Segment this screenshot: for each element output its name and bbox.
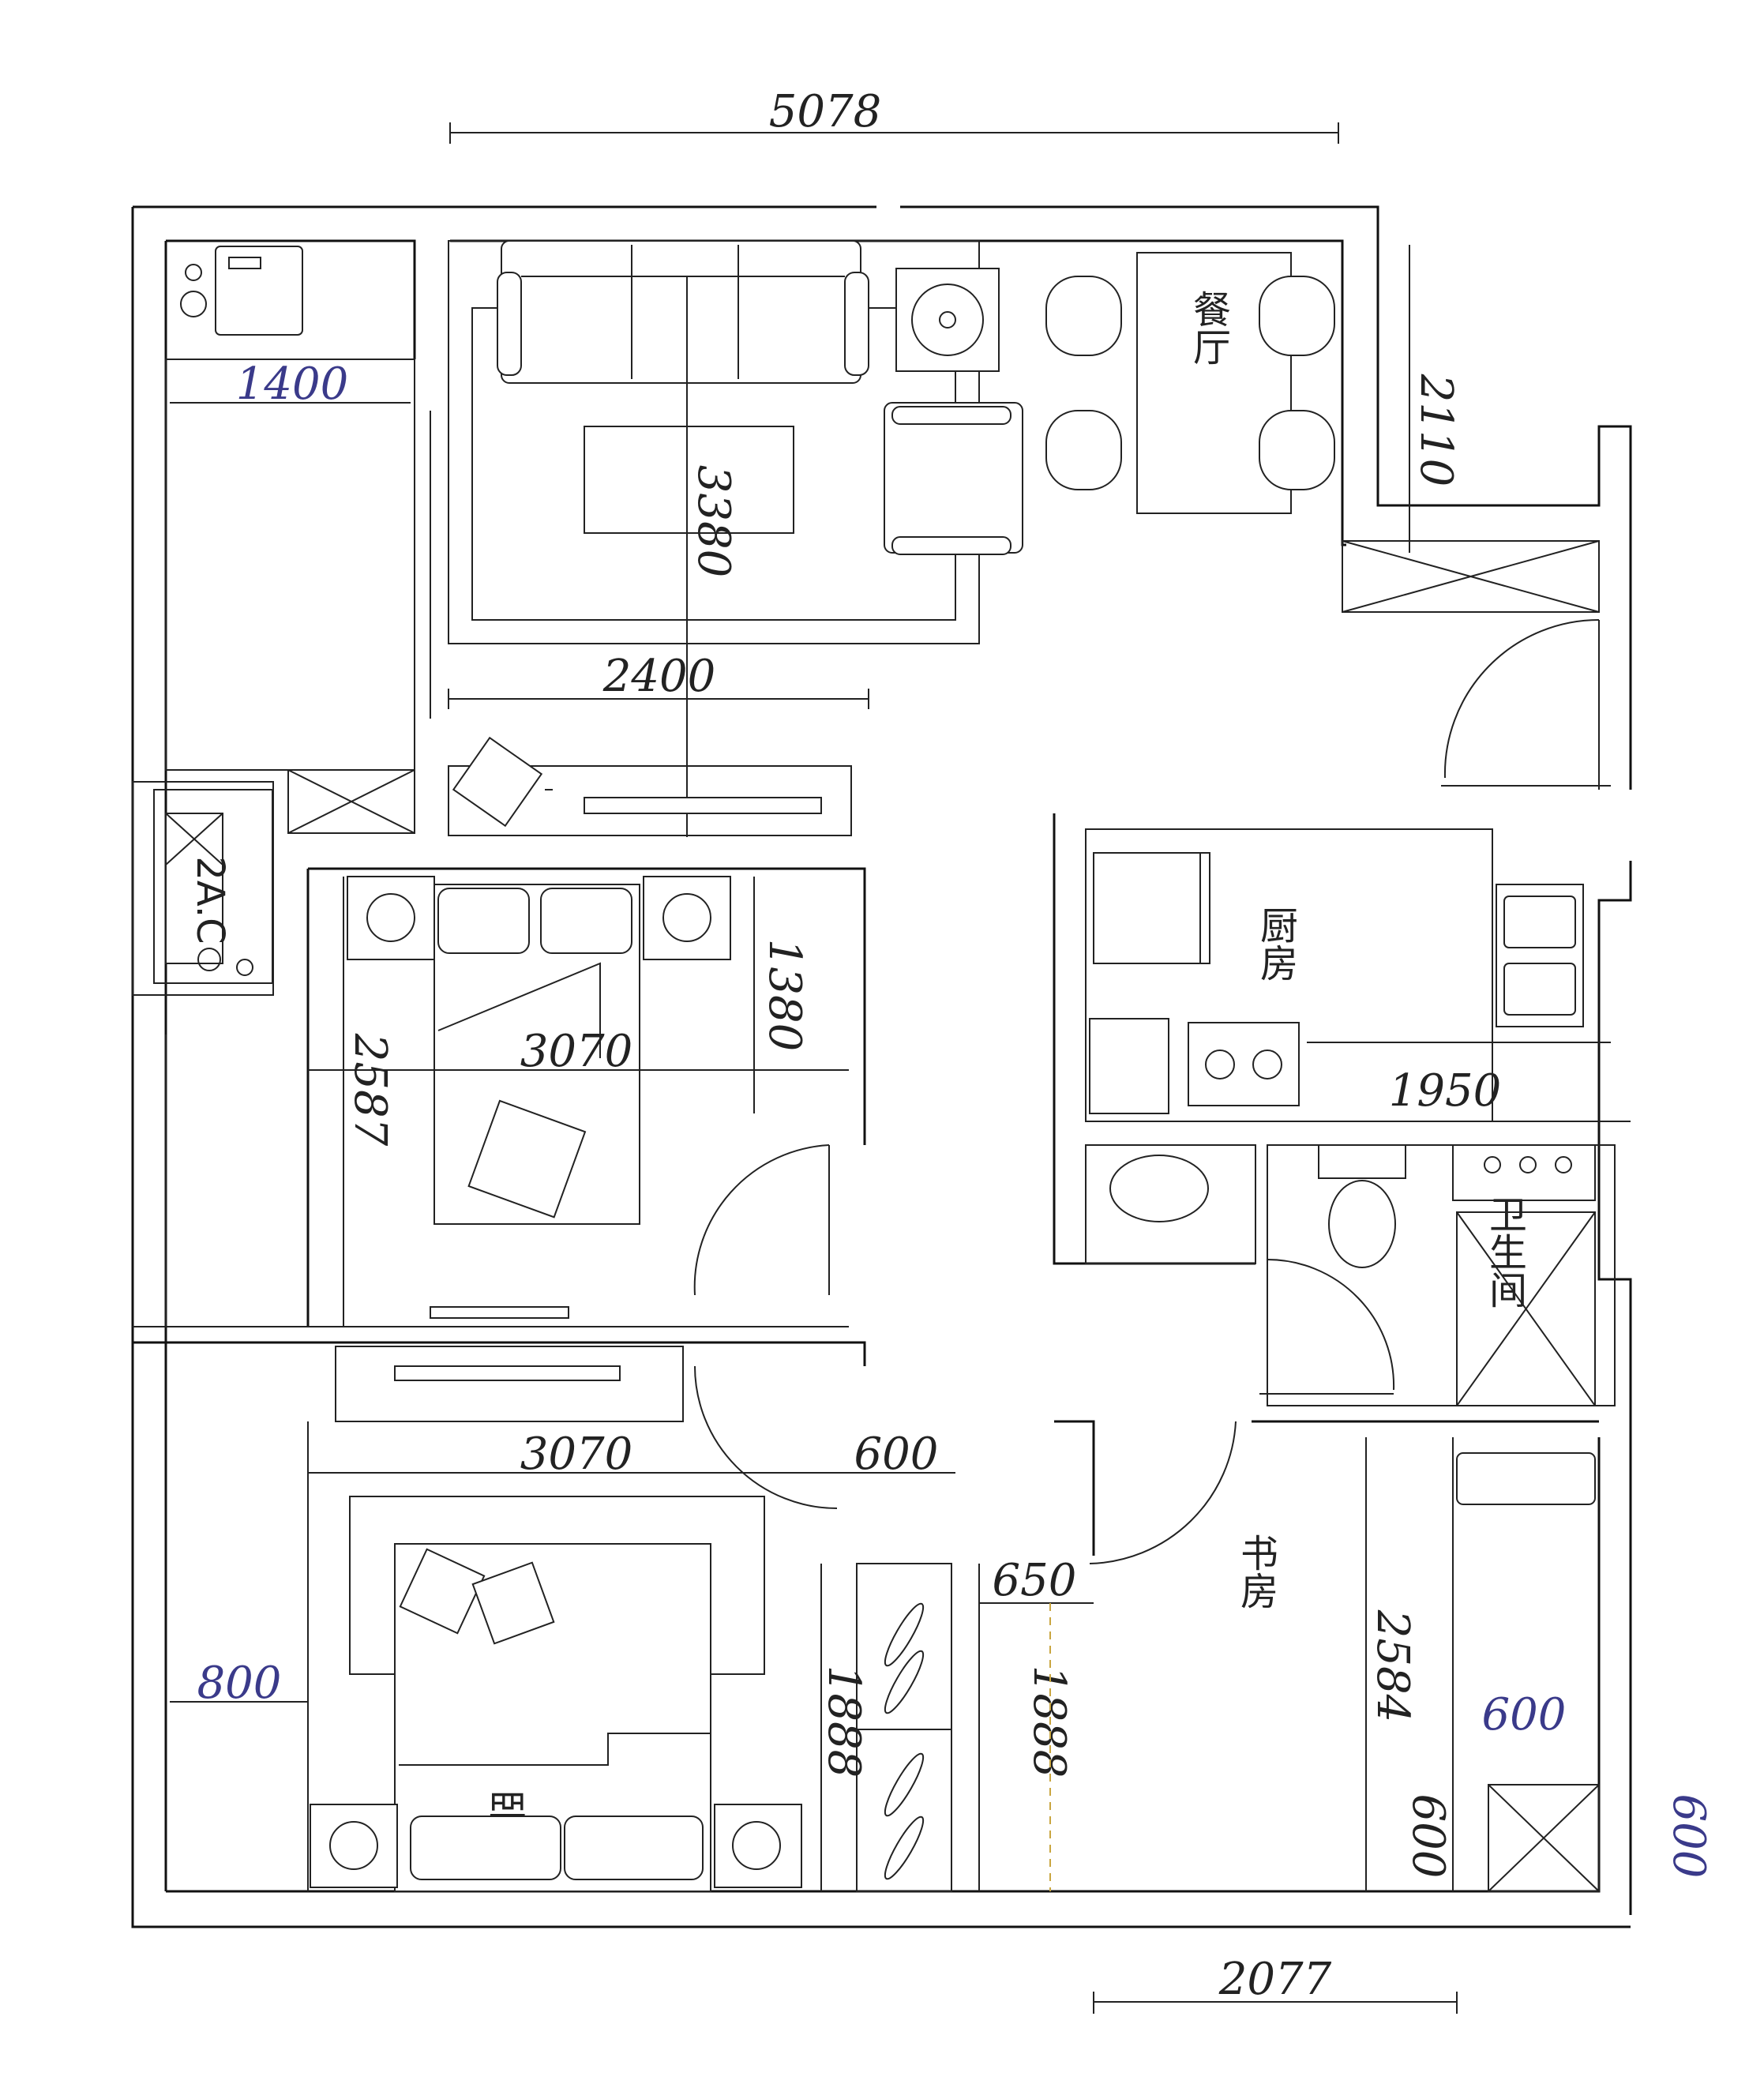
toilet-icon bbox=[1318, 1144, 1406, 1179]
bedroom-1: 3070 2587 1380 bbox=[133, 867, 866, 1327]
dimension-wardrobe-b: 1888 bbox=[1023, 1665, 1075, 1778]
dimension-study-650: 650 bbox=[993, 1555, 1077, 1606]
dimension-wardrobe-a: 1888 bbox=[818, 1665, 869, 1778]
wardrobes: 1888 1888 bbox=[818, 1563, 1075, 1892]
dimension-right-600c: 600 bbox=[1663, 1794, 1714, 1879]
dimension-bottom-text: 2077 bbox=[1218, 1954, 1332, 2005]
dimension-top-text: 5078 bbox=[769, 86, 882, 137]
dimension-right-600b: 600 bbox=[1402, 1794, 1454, 1879]
study-label: 书房 bbox=[1233, 1534, 1278, 1609]
kitchen-label: 厨房 bbox=[1253, 906, 1297, 982]
dimension-living-depth: 3380 bbox=[688, 465, 739, 578]
study: 650 书房 2584 600 600 600 bbox=[979, 1420, 1714, 1892]
basin-icon bbox=[1109, 1155, 1209, 1222]
dimension-right-600a: 600 bbox=[1482, 1689, 1567, 1740]
dining-room: 餐厅 2110 bbox=[1045, 245, 1611, 790]
dimension-left-800: 800 bbox=[197, 1658, 282, 1709]
bedroom-2: 3070 600 卧 800 bbox=[170, 1421, 955, 1892]
dimension-living-width: 2400 bbox=[602, 651, 716, 702]
dimension-bottom: 2077 bbox=[1093, 1954, 1458, 2014]
hall-wardrobe bbox=[133, 1341, 866, 1509]
dimension-study-depth: 2584 bbox=[1367, 1609, 1418, 1723]
dimension-balcony: 1400 bbox=[236, 359, 349, 410]
entry-cabinet bbox=[448, 736, 852, 836]
dimension-bedroom2-width: 3070 bbox=[520, 1429, 633, 1480]
dimension-right-top: 2110 bbox=[1410, 374, 1462, 487]
dimension-bedroom1-width: 3070 bbox=[520, 1026, 633, 1077]
dimension-hall: 600 bbox=[854, 1429, 939, 1480]
dimension-bedroom1-closet: 1380 bbox=[759, 939, 810, 1052]
dining-label: 餐厅 bbox=[1186, 290, 1230, 366]
dimension-kitchen: 1950 bbox=[1389, 1065, 1502, 1117]
armchair-icon bbox=[884, 402, 1023, 554]
ac-unit: 2A.C bbox=[132, 781, 274, 996]
bathroom-label: 卫生间 bbox=[1482, 1195, 1526, 1309]
dimension-bedroom1-depth: 2587 bbox=[344, 1033, 396, 1147]
kitchen: 厨房 1950 bbox=[1053, 813, 1631, 1265]
ac-label: 2A.C bbox=[188, 856, 232, 944]
coffee-table-icon bbox=[584, 426, 794, 534]
balcony: 1400 bbox=[165, 246, 431, 834]
dimension-top: 5078 bbox=[449, 86, 1339, 144]
sofa-icon bbox=[501, 240, 861, 384]
living-room: 3380 2400 bbox=[448, 240, 1023, 837]
bathroom: 卫生间 bbox=[1085, 1144, 1616, 1406]
